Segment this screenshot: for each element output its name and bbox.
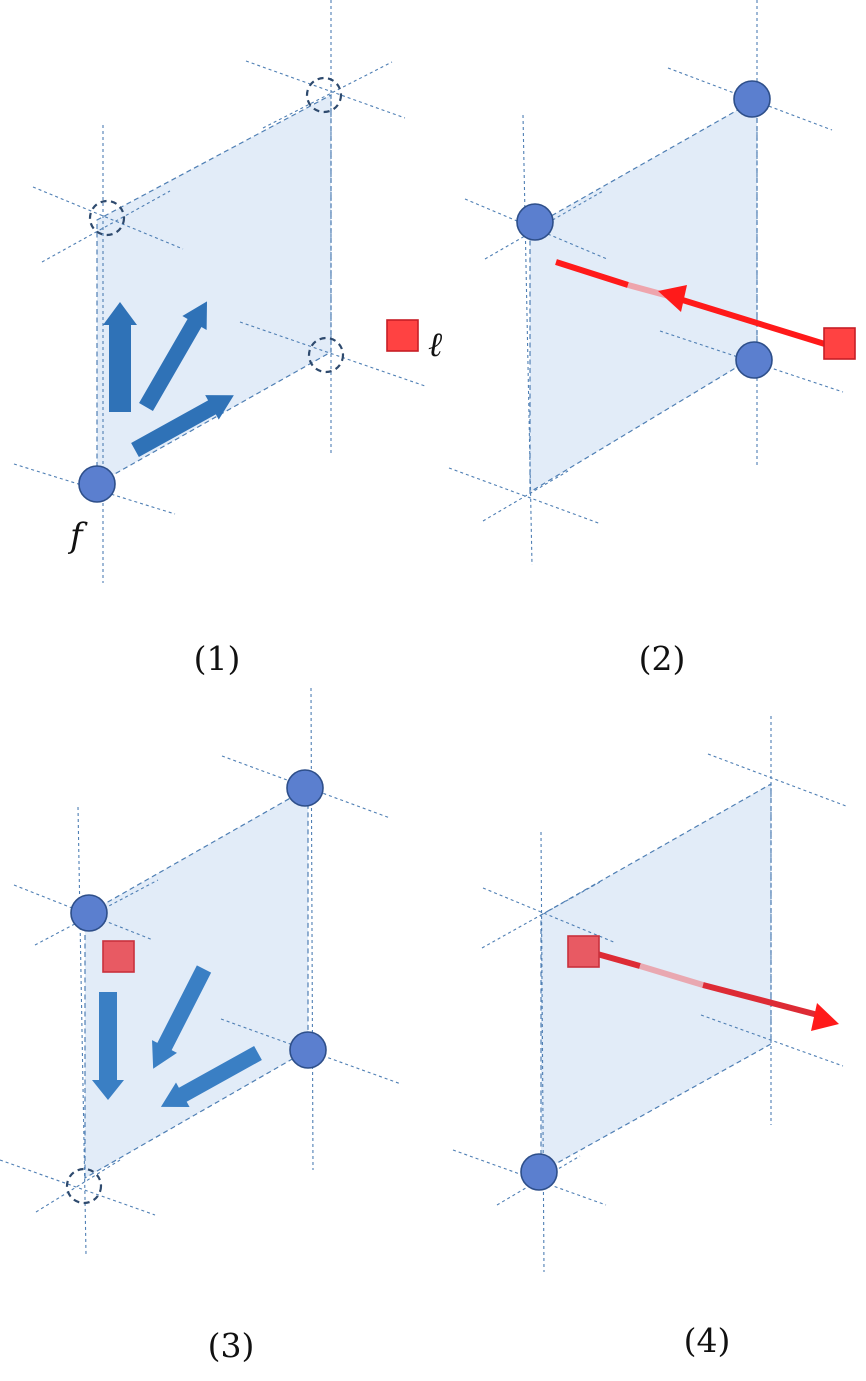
robot-node (70, 894, 108, 932)
robot-node (735, 341, 773, 379)
arrow-up (103, 302, 137, 412)
leader-marker (823, 327, 856, 360)
panel-1-move-arrows (103, 301, 234, 457)
robot-node (516, 203, 554, 241)
leader-marker (102, 940, 135, 973)
panel-2: (2) (448, 0, 856, 678)
trajectory-arrowhead (658, 285, 687, 312)
trajectory-arrowhead (811, 1003, 839, 1031)
leader-trajectory (555, 259, 829, 348)
follower-label: f (67, 516, 88, 556)
panel-4: (4) (452, 716, 847, 1360)
panel-3-move-arrows (92, 965, 262, 1107)
panel-1: f ℓ (1) (13, 0, 442, 678)
panel-2-caption: (2) (639, 639, 686, 678)
empty-site (88, 199, 126, 237)
empty-site (305, 76, 343, 114)
empty-site (307, 336, 345, 374)
leader-marker (386, 319, 419, 352)
robot-node (289, 1031, 327, 1069)
panel-1-lattice-cell (96, 93, 332, 486)
panel-4-lattice-cell (540, 782, 772, 1174)
robot-node (520, 1153, 558, 1191)
panel-1-empty-lattice-sites (88, 76, 345, 374)
leader-label: ℓ (428, 325, 442, 365)
panel-4-grid-lines (452, 716, 847, 1273)
empty-site (65, 1167, 103, 1205)
panel-3-caption: (3) (208, 1326, 255, 1365)
panel-2-lattice-cell (529, 97, 758, 494)
arrow-diagonal-shallow (131, 395, 234, 457)
panel-1-caption: (1) (194, 639, 241, 678)
follower-node (78, 465, 116, 503)
arrow-down (92, 992, 124, 1100)
arrow-diagonal-steep (139, 301, 207, 411)
leader-marker (567, 935, 600, 968)
arrow-diagonal-shallow (160, 1046, 262, 1107)
robot-node (733, 80, 771, 118)
robot-node (286, 769, 324, 807)
arrow-diagonal-steep (152, 965, 212, 1069)
panel-3: (3) (0, 687, 402, 1365)
panel-4-caption: (4) (684, 1321, 731, 1360)
